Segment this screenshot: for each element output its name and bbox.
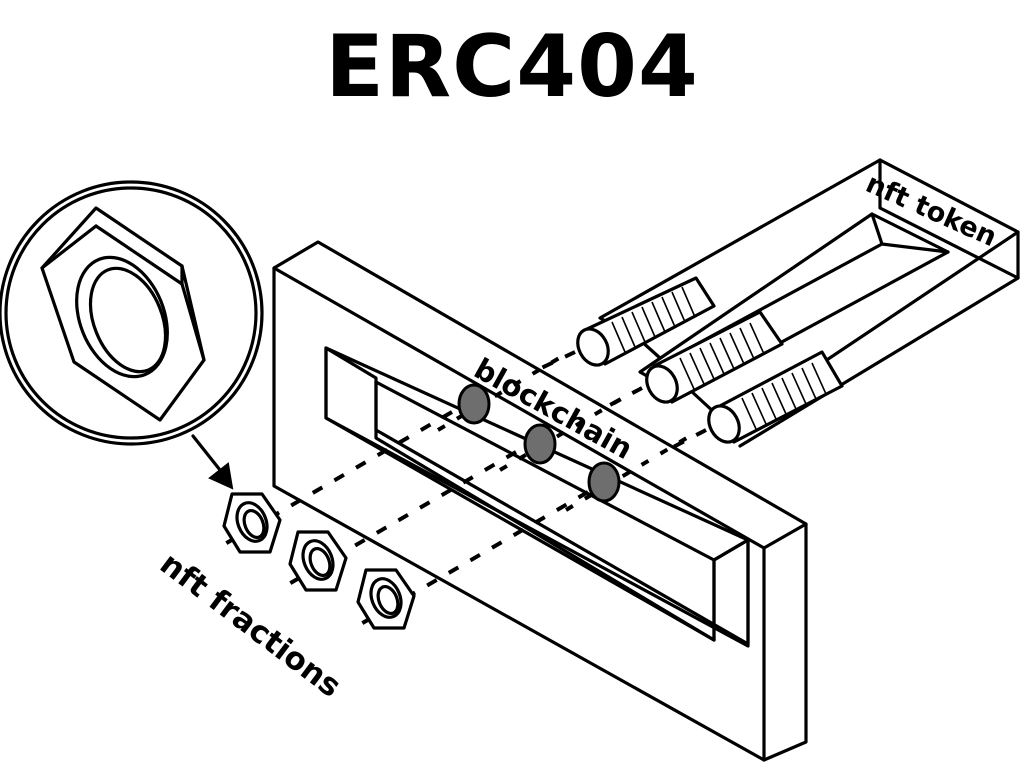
hex-nut-icon [288, 530, 348, 592]
hex-nut-icon [356, 568, 416, 630]
arrow-icon [191, 434, 234, 490]
hole-3 [587, 461, 621, 503]
u-bolt-icon [576, 158, 1020, 448]
magnifier-circle-icon [0, 180, 264, 446]
thread-leg-2 [645, 310, 784, 404]
hole-2 [523, 423, 557, 465]
diagram-title: ERC404 [325, 17, 699, 117]
thread-leg-1 [576, 276, 716, 367]
hole-1 [457, 383, 491, 425]
hex-nut-icon [222, 492, 282, 554]
thread-leg-3 [707, 350, 844, 444]
